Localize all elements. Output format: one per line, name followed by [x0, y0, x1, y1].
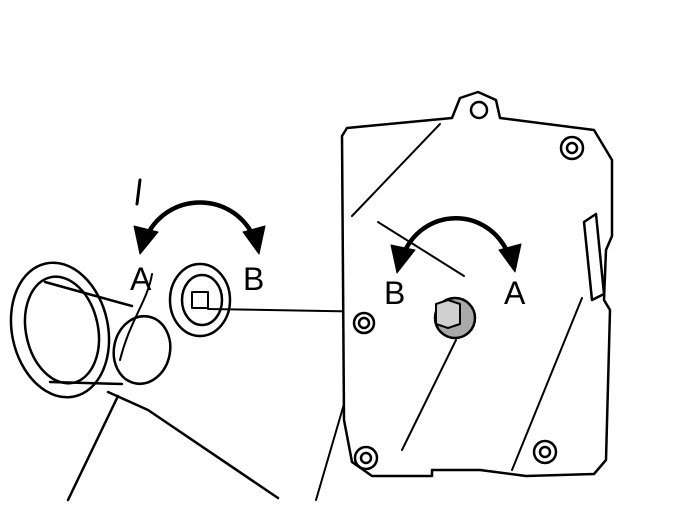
actuator-housing	[315, 90, 614, 501]
screw-mid-left-inner	[357, 316, 371, 330]
shaft-cylinder	[43, 280, 134, 386]
actuator-label-b: B	[384, 275, 405, 311]
actuator-rotation-arrow	[390, 216, 522, 274]
side-tab	[582, 212, 606, 302]
seam-lines	[315, 123, 583, 501]
screw-mid-left	[352, 311, 376, 335]
shaft-label-a: A	[130, 261, 152, 297]
shaft-outer-flange	[9, 261, 111, 399]
actuator-label-a: A	[504, 275, 526, 311]
shaft-wire	[119, 273, 153, 361]
shaft-label-b: B	[243, 261, 264, 297]
screw-bottom-right-inner	[538, 445, 552, 459]
screw-bottom-right	[532, 439, 558, 465]
mount-hole-top	[469, 100, 489, 120]
bracket-plate	[66, 390, 280, 502]
drive-boss-outer	[168, 262, 232, 338]
screw-top-right-inner	[565, 141, 579, 155]
actuator-socket-key	[435, 299, 461, 329]
screw-bottom-left	[353, 445, 379, 471]
screw-top-right	[559, 135, 585, 161]
drive-boss-inner	[180, 273, 224, 327]
drive-square-key	[191, 291, 209, 309]
screw-bottom-left-inner	[359, 451, 373, 465]
actuator-body-outline	[340, 90, 614, 478]
shaft-assembly	[9, 178, 280, 502]
shaft-rotation-arrow	[133, 200, 266, 255]
drive-key-indicator	[135, 178, 142, 206]
shaft-cylinder-end	[112, 314, 172, 386]
